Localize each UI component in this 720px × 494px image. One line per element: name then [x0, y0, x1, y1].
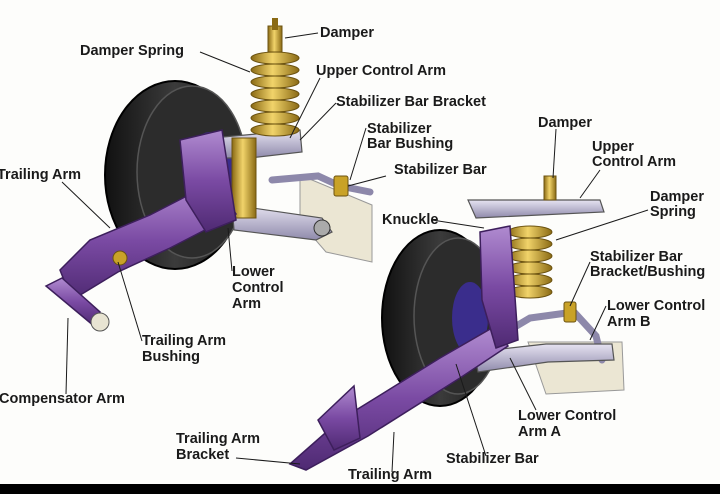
label-left-upper-control-arm: Upper Control Arm — [316, 63, 446, 79]
label-left-damper: Damper — [320, 25, 374, 41]
right-upper-control-arm-shape — [467, 199, 605, 219]
label-left-stabilizer-bar-bracket: Stabilizer Bar Bracket — [336, 94, 486, 110]
label-left-damper-spring: Damper Spring — [80, 43, 184, 59]
left-trailing-arm-shape — [59, 181, 238, 302]
label-left-stabilizer-bar-bushing-line1: Stabilizer — [367, 121, 432, 137]
label-right-lower-control-arm-a-line2: Arm A — [518, 424, 561, 440]
right-knuckle-shape — [479, 225, 519, 349]
left-body-panel — [299, 174, 373, 263]
left-damper-assembly — [231, 18, 300, 219]
label-right-trailing-arm: Trailing Arm — [348, 467, 433, 483]
right-trailing-arm-bracket-shape — [317, 384, 361, 451]
label-right-upper-control-arm-line1: Upper — [592, 139, 634, 155]
right-suspension — [288, 175, 625, 471]
label-right-trailing-arm-bracket-line1: Trailing Arm — [176, 431, 261, 447]
label-left-lower-control-arm-line2: Control — [232, 280, 284, 296]
right-lower-control-arm-shape — [473, 343, 615, 373]
label-right-stabilizer-bar-bracket-line2: Bracket/Bushing — [590, 264, 706, 280]
left-knuckle-shape — [179, 129, 237, 233]
label-left-lower-control-arm-line1: Lower — [232, 264, 275, 280]
left-suspension — [44, 18, 374, 332]
label-right-stabilizer-bar: Stabilizer Bar — [446, 451, 539, 467]
label-right-knuckle: Knuckle — [382, 212, 439, 228]
leader-lines — [61, 32, 649, 473]
label-left-stabilizer-bar-bushing-line2: Bar Bushing — [367, 136, 454, 152]
left-compensator-arm-shape — [44, 277, 101, 328]
label-left-lower-control-arm-line3: Arm — [232, 296, 262, 312]
label-right-lower-control-arm-b-line1: Lower Control — [607, 298, 706, 314]
left-stabilizer-bracket-shape — [333, 175, 349, 197]
right-stabilizer-bracket-shape — [563, 301, 577, 323]
label-right-damper-spring-line2: Spring — [650, 204, 696, 220]
right-damper-assembly — [507, 175, 557, 299]
label-right-lower-control-arm-a-line1: Lower Control — [518, 408, 617, 424]
label-left-trailing-arm: Trailing Arm — [0, 167, 82, 183]
label-right-trailing-arm-bracket-line2: Bracket — [176, 447, 230, 463]
label-right-damper-spring-line1: Damper — [650, 189, 704, 205]
label-left-trailing-arm-bushing-line1: Trailing Arm — [142, 333, 227, 349]
label-right-lower-control-arm-b-line2: Arm B — [607, 314, 651, 330]
label-left-stabilizer-bar: Stabilizer Bar — [394, 162, 487, 178]
label-right-stabilizer-bar-bracket-line1: Stabilizer Bar — [590, 249, 683, 265]
label-right-damper: Damper — [538, 115, 592, 131]
label-right-upper-control-arm-line2: Control Arm — [592, 154, 677, 170]
label-left-trailing-arm-bushing-line2: Bushing — [142, 349, 200, 365]
left-stabilizer-bar-shape — [268, 172, 374, 196]
label-left-compensator-arm: Compensator Arm — [0, 391, 125, 407]
